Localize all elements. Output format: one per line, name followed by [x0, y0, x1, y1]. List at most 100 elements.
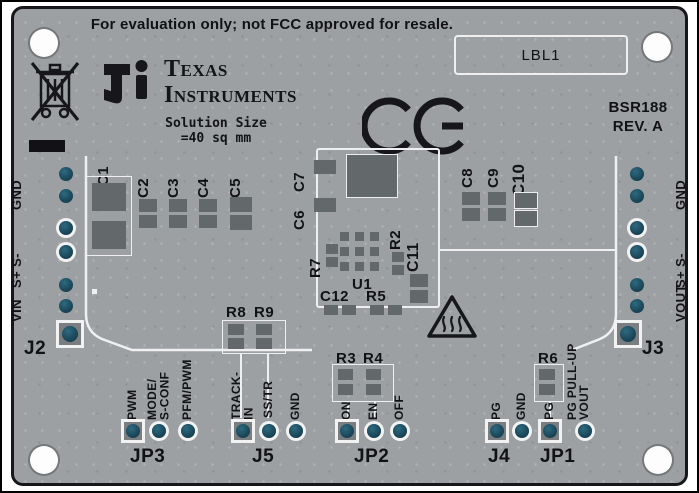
test-point-hole [630, 245, 644, 259]
smd-pad [199, 215, 217, 228]
jp2-pin-label-on: ON [339, 401, 353, 420]
refdes-r2: R2 [387, 230, 404, 250]
ic-pad [355, 262, 364, 271]
through-hole [59, 167, 73, 181]
connector-name-j5: J5 [252, 446, 275, 467]
through-hole [630, 299, 644, 313]
through-hole [630, 167, 644, 181]
through-hole [62, 326, 78, 342]
connector-pad-j3 [614, 320, 642, 348]
mounting-hole-top-left [30, 29, 58, 57]
smd-pad [230, 215, 252, 230]
refdes-c9: C9 [485, 168, 502, 188]
left-label-vin: VIN [9, 299, 24, 322]
refdes-c3: C3 [165, 178, 182, 198]
test-point-hole [59, 245, 73, 259]
board-id: BSR188 REV. A [596, 99, 680, 137]
jp2-pin-label-off: OFF [392, 394, 406, 420]
smd-pad [338, 369, 353, 380]
jp3-pin-label-mode: MODE/ S-CONF [145, 371, 172, 420]
through-hole [236, 424, 250, 438]
c1-polarity-dot [92, 289, 97, 294]
connector-pad-j2 [56, 320, 84, 348]
through-hole [126, 424, 140, 438]
refdes-c5: C5 [227, 178, 244, 198]
logo-instruments: Instruments [164, 82, 297, 108]
refdes-c6: C6 [291, 210, 308, 230]
smd-pad [92, 221, 126, 249]
smd-pad [326, 257, 338, 267]
smd-pad [199, 199, 217, 212]
smd-pad [324, 305, 338, 315]
smd-pad [392, 252, 404, 262]
through-hole [59, 189, 73, 203]
j5-pin-label-ss-tr: SS/TR [261, 380, 275, 418]
j4-pin-label-pg: PG [489, 401, 503, 420]
smd-pad [169, 199, 187, 212]
jumper-hole [289, 424, 303, 438]
ic-pad [370, 232, 379, 241]
smd-pad [514, 192, 538, 209]
smd-pad [338, 384, 353, 395]
connector-name-jp1: JP1 [540, 446, 576, 467]
ic-pad [355, 232, 364, 241]
refdes-c4: C4 [195, 178, 212, 198]
r3-r4-outline [332, 364, 394, 402]
refdes-c12: C12 [320, 288, 350, 305]
jp2-pin-label-en: EN [366, 402, 380, 420]
jumper-hole [367, 424, 381, 438]
refdes-c2: C2 [135, 178, 152, 198]
smd-pad [139, 199, 157, 212]
r6-outline [534, 364, 564, 402]
connector-name-j4: J4 [488, 446, 511, 467]
mounting-hole-top-right [643, 33, 671, 61]
connector-name-jp3: JP3 [130, 446, 166, 467]
logo-texas: Texas [164, 56, 228, 82]
right-label-gnd: GND [673, 179, 688, 210]
weee-bin-icon [30, 61, 80, 122]
connector-name-j3: J3 [642, 338, 665, 359]
jumper-hole [515, 424, 529, 438]
smd-pad [366, 369, 381, 380]
smd-pad [228, 324, 244, 335]
through-hole [59, 278, 73, 292]
jumper-hole [578, 424, 592, 438]
through-hole [59, 299, 73, 313]
smd-pad [539, 369, 555, 380]
through-hole [543, 424, 557, 438]
smd-pad [342, 305, 356, 315]
ic-pad [370, 247, 379, 256]
smd-pad [230, 197, 252, 212]
mounting-hole-bottom-left [30, 446, 58, 474]
smd-pad [314, 160, 336, 174]
mounting-hole-bottom-right [644, 446, 672, 474]
through-hole [340, 424, 354, 438]
j4-pin-label-gnd: GND [514, 392, 528, 420]
through-hole [630, 278, 644, 292]
jumper-pad [121, 419, 145, 443]
silkscreen-bar [29, 140, 65, 152]
refdes-r4: R4 [363, 350, 384, 367]
refdes-c7: C7 [291, 172, 308, 192]
smd-pad [169, 215, 187, 228]
smd-pad [539, 384, 555, 395]
jp1-pin-label-vout: VOUT [577, 385, 591, 420]
smd-pad [314, 198, 336, 212]
smd-pad [410, 274, 428, 287]
refdes-r9: R9 [254, 304, 275, 321]
smd-pad [462, 208, 480, 221]
left-label-gnd: GND [9, 179, 24, 210]
smd-pad [514, 210, 538, 227]
smd-pad [370, 305, 384, 315]
right-label-vout: VOUT [673, 284, 688, 322]
refdes-r3: R3 [336, 350, 357, 367]
refdes-r8: R8 [226, 304, 247, 321]
ce-mark-icon [362, 97, 464, 155]
refdes-r6: R6 [538, 350, 559, 367]
through-hole [620, 326, 636, 342]
label-box-text: LBL1 [521, 46, 561, 64]
hot-surface-icon [427, 295, 477, 338]
board-rev: REV. A [612, 117, 664, 135]
